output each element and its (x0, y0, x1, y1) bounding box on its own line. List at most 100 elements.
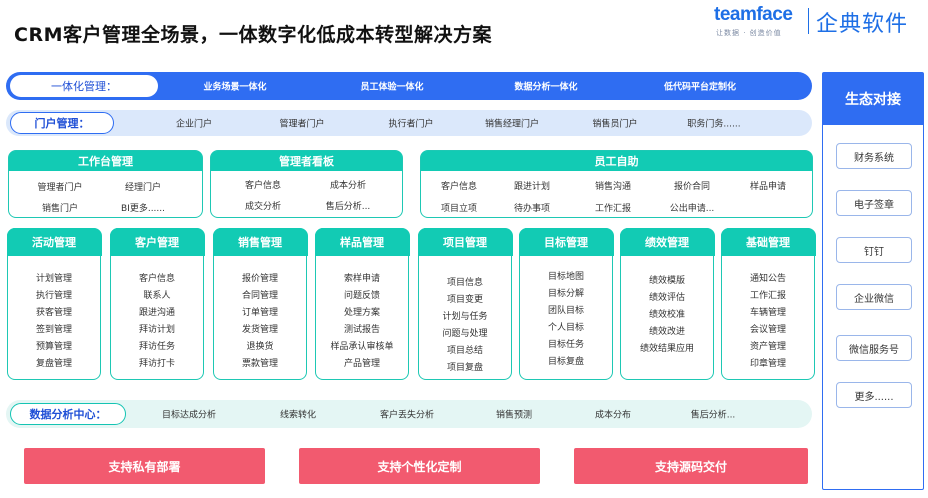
module-item: 项目变更 (446, 295, 483, 305)
module-item: 样品承认审核单 (330, 342, 394, 352)
module-item: 拜访任务 (138, 342, 175, 352)
module-customer: 客户管理 客户信息 联系人 跟进沟通 拜访计划 拜访任务 拜访打卡 (109, 227, 205, 380)
module-sales: 销售管理 报价管理 合同管理 订单管理 发货管理 退换货 票款管理 (212, 227, 308, 380)
integration-item: 员工体验一体化 (360, 82, 424, 93)
module-item: 索样申请 (343, 274, 380, 284)
module-item: 跟进沟通 (138, 308, 175, 318)
module-title: 销售管理 (212, 227, 308, 256)
module-item: 客户信息 (138, 274, 175, 284)
ecosystem-item: 电子签章 (836, 190, 912, 216)
module-item: 产品管理 (343, 359, 380, 369)
workbench-box: 工作台管理 管理者门户 经理门户 销售门户 BI更多...... (8, 150, 203, 218)
data-center-item: 线索转化 (279, 410, 317, 421)
data-center-item: 成本分布 (594, 410, 632, 421)
module-item: 绩效结果应用 (639, 344, 694, 354)
module-sample: 样品管理 索样申请 问题反馈 处理方案 测试报告 样品承认审核单 产品管理 (314, 227, 410, 380)
module-item: 报价管理 (241, 274, 278, 284)
module-item: 会议管理 (749, 325, 786, 335)
portal-item: 企业门户 (175, 119, 213, 130)
module-item: 计划与任务 (442, 312, 488, 322)
portal-item: 管理者门户 (279, 119, 325, 130)
logo-wordmark: teamface (714, 4, 793, 25)
module-item: 发货管理 (241, 325, 278, 335)
workbench-title: 工作台管理 (9, 151, 202, 171)
module-title: 项目管理 (417, 227, 513, 256)
portal-label: 门户管理： (10, 112, 114, 134)
integration-item: 数据分析一体化 (514, 82, 578, 93)
self-service-item: 项目立项 (440, 204, 478, 214)
module-item: 合同管理 (241, 291, 278, 301)
portal-bar: 门户管理： 企业门户 管理者门户 执行者门户 销售经理门户 销售员门户 职务门务… (6, 110, 812, 136)
integration-bar: 一体化管理： 业务场景一体化 员工体验一体化 数据分析一体化 低代码平台定制化 (6, 72, 812, 100)
module-basic: 基础管理 通知公告 工作汇报 车辆管理 会议管理 资产管理 印章管理 (720, 227, 816, 380)
ecosystem-item: 企业微信 (836, 284, 912, 310)
module-item: 复盘管理 (35, 359, 72, 369)
module-item: 绩效改进 (648, 327, 685, 337)
module-item: 拜访打卡 (138, 359, 175, 369)
self-service-item: 公出申请... (669, 204, 715, 214)
module-item: 资产管理 (749, 342, 786, 352)
module-item: 票款管理 (241, 359, 278, 369)
module-title: 活动管理 (6, 227, 102, 256)
dashboard-box: 管理者看板 客户信息 成本分析 成交分析 售后分析... (210, 150, 403, 218)
module-title: 客户管理 (109, 227, 205, 256)
module-item: 团队目标 (547, 306, 584, 316)
ecosystem-panel: 生态对接 财务系统 电子签章 钉钉 企业微信 微信服务号 更多...... (822, 72, 924, 490)
module-item: 目标复盘 (547, 357, 584, 367)
logo-divider (808, 8, 809, 34)
self-service-item: 客户信息 (440, 182, 478, 192)
private-deploy-button: 支持私有部署 (24, 448, 265, 484)
data-center-bar: 数据分析中心： 目标达成分析 线索转化 客户丢失分析 销售预测 成本分布 售后分… (6, 400, 812, 428)
module-item: 联系人 (143, 291, 171, 301)
module-title: 基础管理 (720, 227, 816, 256)
module-title: 绩效管理 (619, 227, 715, 256)
module-item: 绩效评估 (648, 293, 685, 303)
module-target: 目标管理 目标地图 目标分解 团队目标 个人目标 目标任务 目标复盘 (518, 227, 614, 380)
module-item: 问题与处理 (442, 329, 488, 339)
integration-item: 低代码平台定制化 (663, 82, 737, 93)
logo-slogan: 让数据 · 创造价值 (716, 29, 782, 37)
module-item: 订单管理 (241, 308, 278, 318)
module-item: 目标任务 (547, 340, 584, 350)
page-title: CRM客户管理全场景，一体数字化低成本转型解决方案 (14, 24, 492, 46)
module-item: 计划管理 (35, 274, 72, 284)
dashboard-item: 成本分析 (329, 181, 367, 191)
module-item: 项目总结 (446, 346, 483, 356)
module-item: 通知公告 (749, 274, 786, 284)
module-item: 绩效模版 (648, 276, 685, 286)
self-service-item: 销售沟通 (594, 182, 632, 192)
self-service-box: 员工自助 客户信息 跟进计划 销售沟通 报价合同 样品申请 项目立项 待办事项 … (420, 150, 813, 218)
module-item: 项目信息 (446, 278, 483, 288)
self-service-item: 工作汇报 (594, 204, 632, 214)
integration-item: 业务场景一体化 (203, 82, 267, 93)
module-activity: 活动管理 计划管理 执行管理 获客管理 签到管理 预算管理 复盘管理 (6, 227, 102, 380)
data-center-item: 客户丢失分析 (379, 410, 435, 421)
ecosystem-item: 更多...... (836, 382, 912, 408)
integration-label: 一体化管理： (10, 75, 158, 97)
data-center-item: 目标达成分析 (161, 410, 217, 421)
portal-item: 销售经理门户 (484, 119, 540, 130)
ecosystem-title: 生态对接 (823, 73, 923, 125)
module-title: 目标管理 (518, 227, 614, 256)
ecosystem-item: 微信服务号 (836, 335, 912, 361)
portal-item: 职务门务...... (687, 119, 741, 130)
module-item: 执行管理 (35, 291, 72, 301)
self-service-item: 样品申请 (749, 182, 787, 192)
module-item: 项目复盘 (446, 363, 483, 373)
ecosystem-item: 钉钉 (836, 237, 912, 263)
module-item: 绩效校准 (648, 310, 685, 320)
source-code-button: 支持源码交付 (574, 448, 808, 484)
module-item: 预算管理 (35, 342, 72, 352)
module-item: 退换货 (246, 342, 274, 352)
workbench-item: 销售门户 (41, 204, 79, 214)
module-item: 问题反馈 (343, 291, 380, 301)
module-item: 获客管理 (35, 308, 72, 318)
dashboard-item: 售后分析... (325, 202, 371, 212)
module-title: 样品管理 (314, 227, 410, 256)
module-item: 目标地图 (547, 272, 584, 282)
module-item: 签到管理 (35, 325, 72, 335)
module-item: 车辆管理 (749, 308, 786, 318)
data-center-item: 销售预测 (495, 410, 533, 421)
self-service-item: 报价合同 (673, 182, 711, 192)
module-item: 印章管理 (749, 359, 786, 369)
